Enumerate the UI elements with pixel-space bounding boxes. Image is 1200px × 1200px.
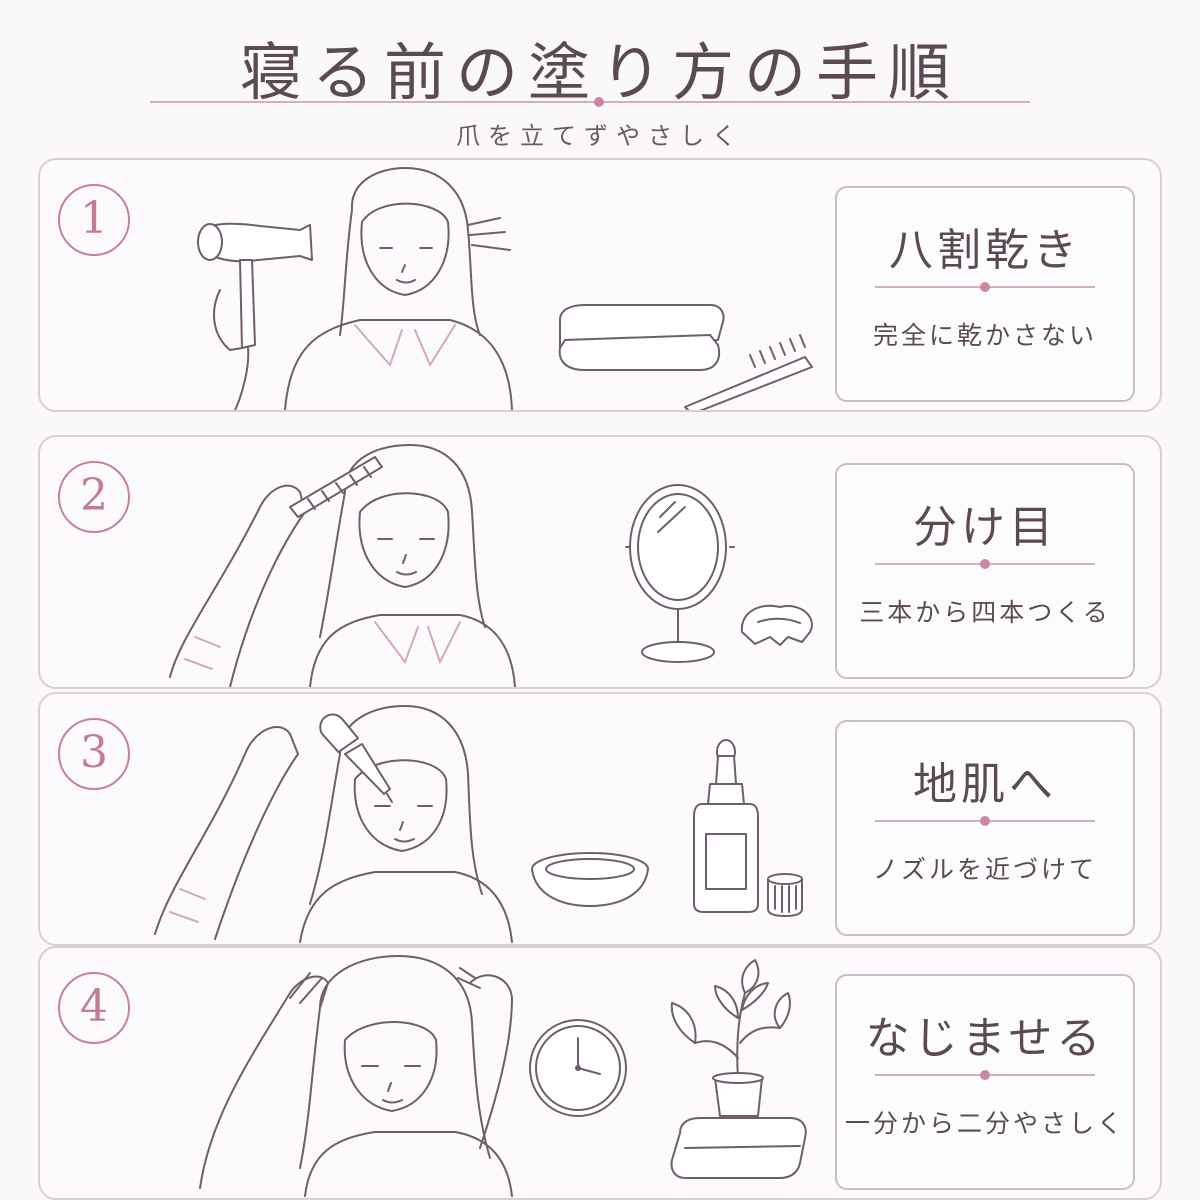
step-label-card-2: 分け目 三本から四本つくる	[835, 463, 1135, 679]
step-title-1: 八割乾き	[889, 225, 1081, 276]
step-divider-dot-3	[980, 816, 990, 826]
step-title-3: 地肌へ	[913, 759, 1057, 810]
comb-icon	[289, 456, 383, 518]
step-label-card-1: 八割乾き 完全に乾かさない	[835, 186, 1135, 402]
title-divider-dot	[594, 97, 604, 107]
step-card-1: 1	[38, 158, 1162, 415]
towel-icon	[558, 304, 725, 371]
plant-icon	[670, 959, 791, 1117]
page-title: 寝る前の塗り方の手順	[239, 36, 960, 109]
towel-icon	[670, 1117, 807, 1179]
page-subtitle: 爪を立てずやさしく	[456, 122, 744, 150]
step-subtitle-1: 完全に乾かさない	[872, 321, 1097, 350]
step-illustration-1	[140, 160, 830, 415]
step-subtitle-4: 一分から二分やさしく	[844, 1109, 1125, 1138]
step-number-2: 2	[58, 461, 130, 533]
step-number-3: 3	[58, 718, 130, 790]
step-card-3: 3	[38, 692, 1162, 946]
dropper-bottle-icon	[693, 739, 759, 913]
woman-figure	[284, 167, 513, 411]
step-illustration-3	[140, 694, 830, 944]
step-divider-dot-2	[980, 559, 990, 569]
step-title-2: 分け目	[913, 502, 1057, 553]
mirror-icon	[625, 484, 735, 663]
step-label-card-3: 地肌へ ノズルを近づけて	[835, 720, 1135, 936]
woman-figure	[169, 444, 516, 688]
step-number-1: 1	[58, 184, 130, 256]
dish-icon	[531, 852, 649, 907]
dropper-icon	[319, 713, 393, 803]
hair-clip-icon	[740, 604, 813, 646]
step-subtitle-2: 三本から四本つくる	[859, 598, 1111, 627]
step-number-4: 4	[58, 972, 130, 1044]
clock-icon	[529, 1019, 627, 1117]
woman-figure	[199, 955, 513, 1197]
woman-figure	[154, 705, 513, 943]
step-illustration-2	[140, 437, 830, 688]
step-illustration-4	[140, 948, 830, 1198]
step-title-4: なじませる	[865, 1013, 1105, 1064]
step-divider-dot-4	[980, 1070, 990, 1080]
step-label-card-4: なじませる 一分から二分やさしく	[835, 974, 1135, 1190]
bottle-cap-icon	[767, 873, 803, 917]
step-card-4: 4	[38, 946, 1162, 1200]
step-card-2: 2	[38, 435, 1162, 689]
step-subtitle-3: ノズルを近づけて	[872, 855, 1097, 884]
hair-dryer-icon	[197, 222, 313, 411]
title-divider	[150, 101, 1030, 103]
step-divider-dot-1	[980, 282, 990, 292]
